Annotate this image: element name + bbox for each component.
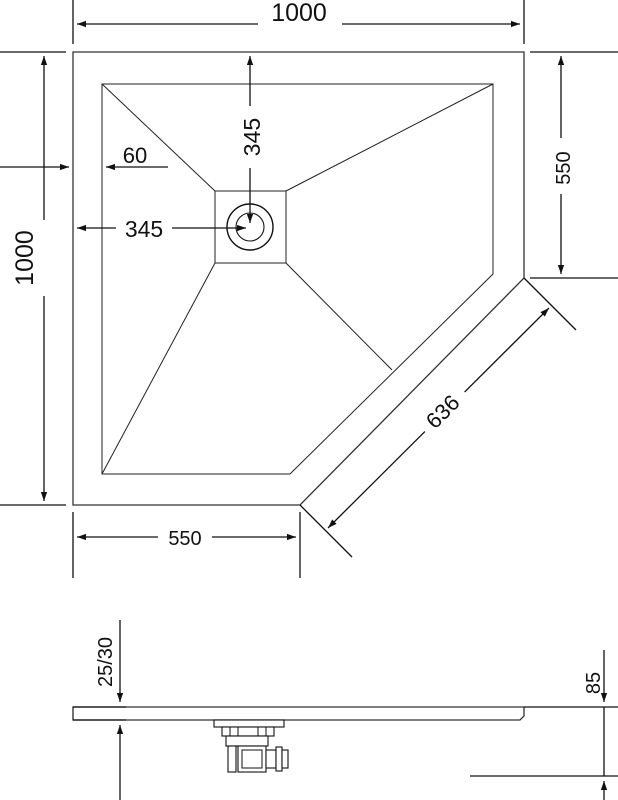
- overall-width-label: 1000: [271, 0, 327, 27]
- drain-trap-assembly: [213, 719, 289, 773]
- bottom-side-label: 550: [168, 528, 201, 550]
- slope-line-bottom-left: [101, 262, 216, 475]
- tray-side-view: [72, 706, 525, 773]
- dimension-drain-offset-left: 345: [77, 214, 246, 242]
- tray-plan-view: [72, 51, 525, 506]
- dimension-rim-width: 60: [0, 143, 168, 171]
- dimension-bottom-side: 550: [72, 512, 301, 578]
- slope-line-top-right: [285, 83, 494, 192]
- overall-depth-label: 1000: [11, 230, 39, 286]
- dimension-overall-depth: 1000: [0, 51, 66, 506]
- drain-offset-top-label: 345: [239, 118, 265, 156]
- rim-width-label: 60: [123, 143, 147, 168]
- dimension-overall-width: 1000: [72, 0, 525, 44]
- drain-height-label: 85: [583, 672, 605, 694]
- right-side-label: 550: [553, 151, 575, 184]
- tray-thickness-label: 25/30: [95, 637, 117, 687]
- dimension-right-side: 550: [530, 51, 618, 279]
- dimension-tray-thickness: 25/30: [73, 620, 126, 800]
- dimension-drain-height: 85: [470, 650, 618, 800]
- slope-line-top-left: [101, 83, 216, 192]
- dimension-drain-offset-top: 345: [238, 56, 265, 223]
- drain-offset-left-label: 345: [125, 216, 163, 242]
- tray-side-profile: [72, 706, 525, 721]
